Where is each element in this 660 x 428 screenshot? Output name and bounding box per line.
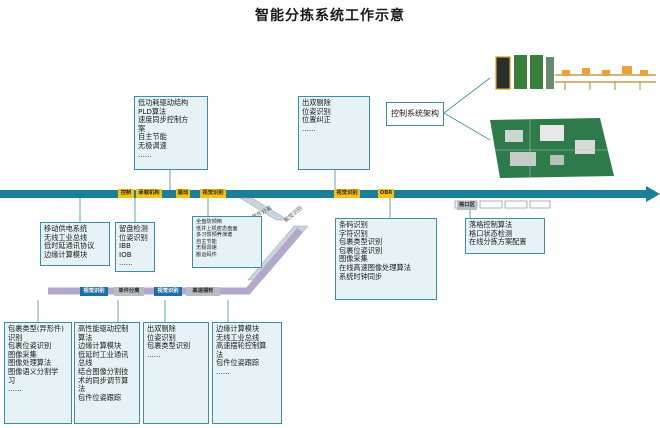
page-title: 智能分拣系统工作示意 bbox=[255, 8, 405, 24]
grid-area-label: 格口区 bbox=[457, 201, 477, 210]
belt-label-vision: 视觉识别 bbox=[200, 189, 226, 198]
servo-control-box: 高性能驱动控制 算法 边缘计算模块 低延时工业通讯 总线 结合图像分割技 术的同… bbox=[74, 322, 140, 424]
main-belt bbox=[0, 190, 654, 198]
belt-label-control: 控制 bbox=[118, 189, 134, 198]
power-system-box: 移动供电系统 无线工业总线 低时延通讯协议 边缘计算模块 bbox=[40, 222, 110, 266]
belt-label-vision-2: 视觉识别 bbox=[334, 189, 360, 198]
lower-label-vision-2: 视觉识别 bbox=[154, 287, 182, 296]
belt-label-obr: OBR bbox=[378, 189, 394, 198]
tray-control-box: 全盘防倾倒 低并上机密态盘面 多习惯倾养演谱 自主节能 无极调速 搬运码件 bbox=[192, 216, 262, 268]
lower-label-speed: 高速摆轮 bbox=[186, 287, 220, 296]
vision-correction-box: 出双剔除 位姿识别 位置纠正 ...... bbox=[298, 96, 370, 170]
belt-label-load-mech: 承载机构 bbox=[136, 189, 162, 198]
package-type-box: 包裹类型(异形件) 识别 包裹位姿识别 图像采集 图像处理算法 图像语义分割学 … bbox=[4, 322, 72, 424]
lower-label-vision: 视觉识别 bbox=[80, 287, 108, 296]
device-board-image bbox=[490, 118, 614, 178]
control-architecture-label: 控制系统架构 bbox=[386, 102, 444, 126]
main-belt-arrow bbox=[646, 186, 660, 202]
belt-label-drive: 驱动 bbox=[176, 189, 190, 198]
drive-structure-box: 低功耗驱动结构 PLD算法 速度同步控制方 案 自主节能 无极调速 ...... bbox=[134, 96, 208, 170]
grid-control-box: 落格控制算法 格口状态检测 在线分拣方案配置 bbox=[465, 218, 545, 254]
barcode-recognition-box: 条码识别 字符识别 包裹类型识别 包裹位姿识别 图像采集 在线高速图像处理算法 … bbox=[335, 218, 437, 300]
feed-belt-1 bbox=[239, 197, 289, 221]
double-reject-box: 出双剔除 位姿识别 包裹类型识别 ...... bbox=[143, 322, 209, 424]
device-controller-image bbox=[495, 55, 656, 90]
inventory-detect-box: 留盘检测 位姿识别 IBB IOB ...... bbox=[115, 222, 155, 272]
edge-compute-box: 边缘计算模块 无线工业总线 高速摆轮控制算 法 包件位姿跟踪 ...... bbox=[212, 322, 282, 424]
lower-label-single: 单件分离 bbox=[114, 287, 144, 296]
